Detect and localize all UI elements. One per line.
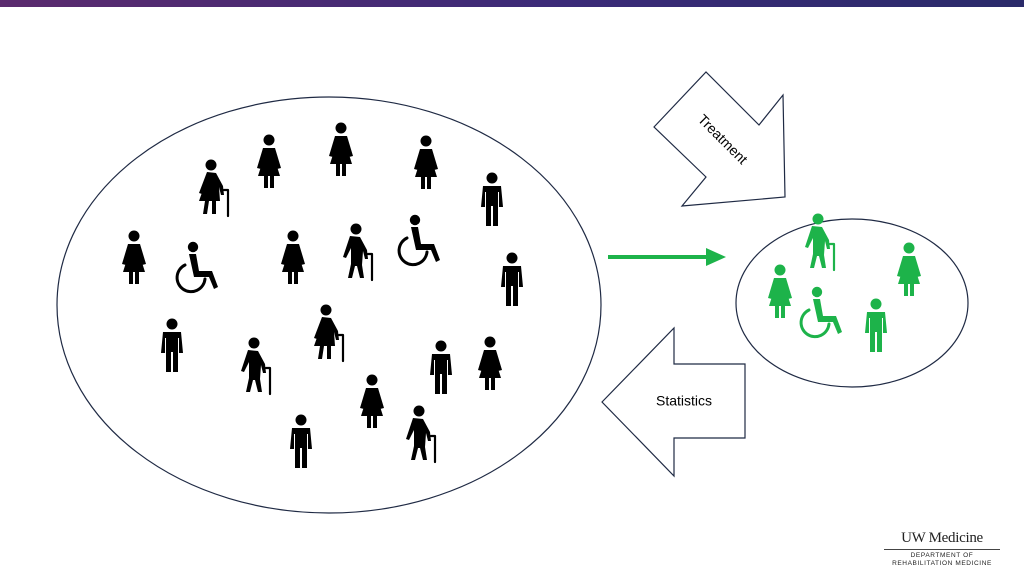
statistics-arrow: Statistics — [601, 326, 746, 478]
top-accent-bar — [0, 0, 1024, 7]
sampling-arrow — [608, 248, 726, 266]
sample-group — [735, 212, 969, 388]
statistics-label: Statistics — [656, 393, 712, 409]
population-ellipse — [56, 96, 602, 514]
population-group — [56, 96, 602, 514]
logo-divider — [884, 549, 1000, 550]
uw-medicine-logo: UW Medicine DEPARTMENT OF REHABILITATION… — [878, 530, 1006, 568]
logo-department-line2: REHABILITATION MEDICINE — [892, 560, 992, 567]
logo-department-line1: DEPARTMENT OF — [910, 552, 974, 559]
treatment-arrow: Treatment — [653, 71, 786, 207]
logo-wordmark: UW Medicine — [901, 530, 983, 546]
